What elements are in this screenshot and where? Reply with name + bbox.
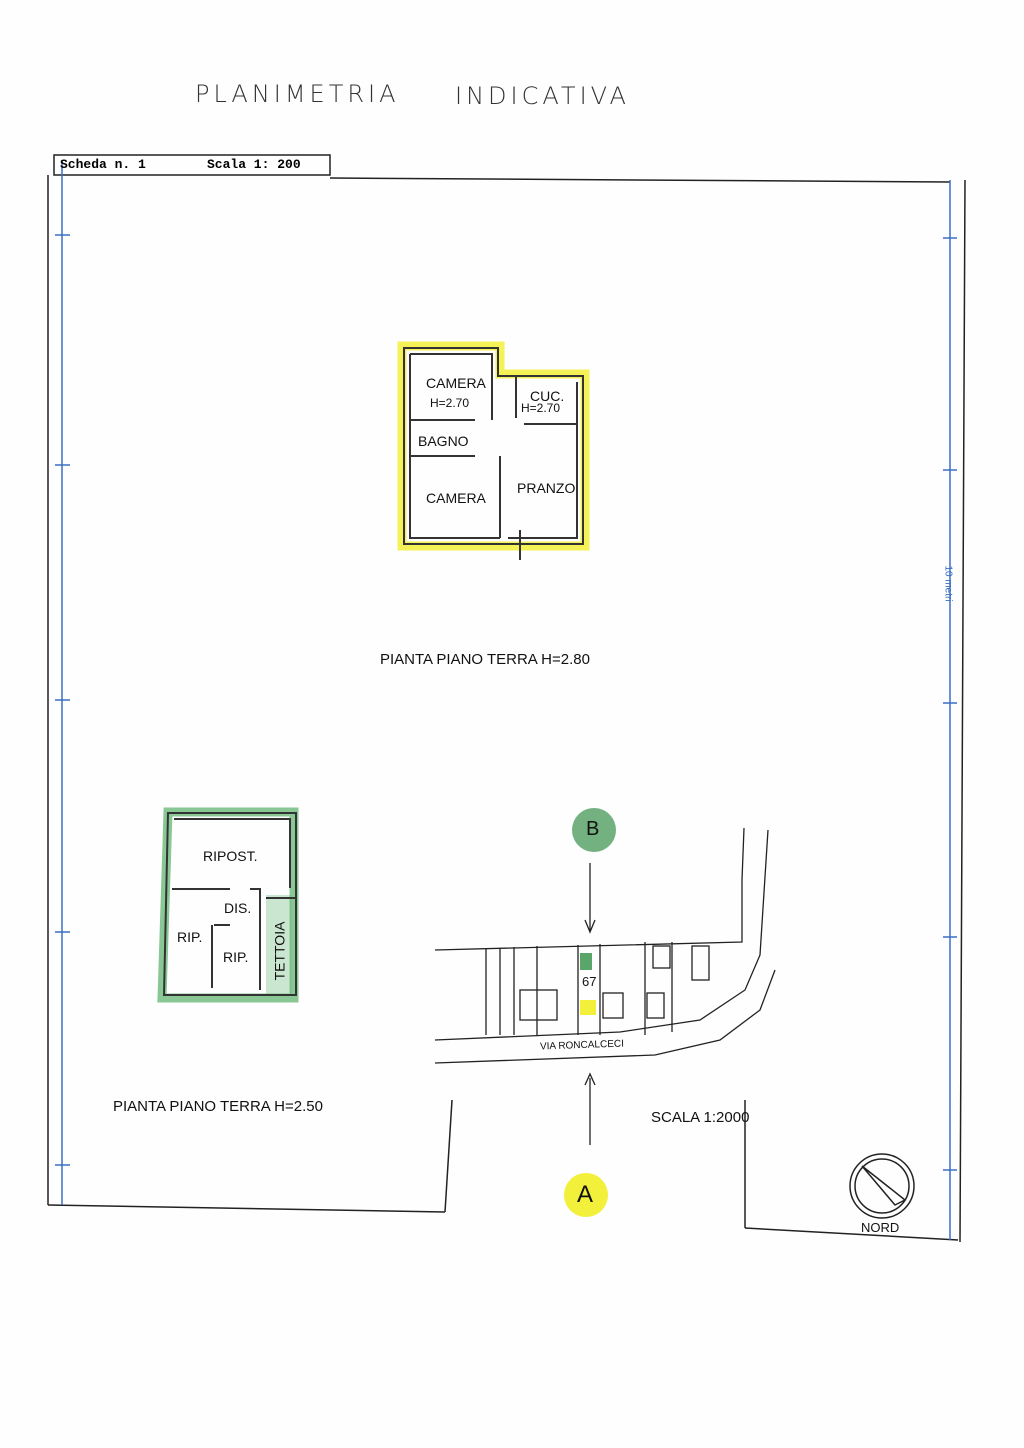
marker-a: A <box>577 1181 594 1208</box>
scheda-label: Scheda n. 1 <box>60 157 146 172</box>
room-cucina-height: H=2.70 <box>521 401 561 415</box>
room-pranzo: PRANZO <box>517 480 576 496</box>
room-bagno: BAGNO <box>418 433 469 449</box>
room-camera-2: CAMERA <box>426 490 486 506</box>
room-camera-1-height: H=2.70 <box>430 396 470 410</box>
room-ripostiglio: RIPOST. <box>203 848 258 864</box>
scale-label: Scala 1: 200 <box>207 157 301 172</box>
title-planimetria: PLANIMETRIA <box>195 80 400 108</box>
room-rip-1: RIP. <box>177 929 203 945</box>
room-cucina: CUC. <box>530 388 565 404</box>
title-indicativa: INDICATIVA <box>455 82 630 110</box>
room-rip-2: RIP. <box>223 949 249 965</box>
room-disimpegno: DIS. <box>224 900 252 916</box>
site-scale: SCALA 1:2000 <box>651 1109 750 1126</box>
room-tettoia: TETTOIA <box>271 921 288 981</box>
room-camera-1: CAMERA <box>426 375 486 391</box>
caption-ground-floor: PIANTA PIANO TERRA H=2.80 <box>380 651 590 668</box>
caption-annex: PIANTA PIANO TERRA H=2.50 <box>113 1098 323 1115</box>
north-label: NORD <box>861 1220 900 1235</box>
house-number: 67 <box>582 974 597 989</box>
marker-b: B <box>586 818 600 840</box>
ruler-label: 10 metri <box>942 565 954 602</box>
